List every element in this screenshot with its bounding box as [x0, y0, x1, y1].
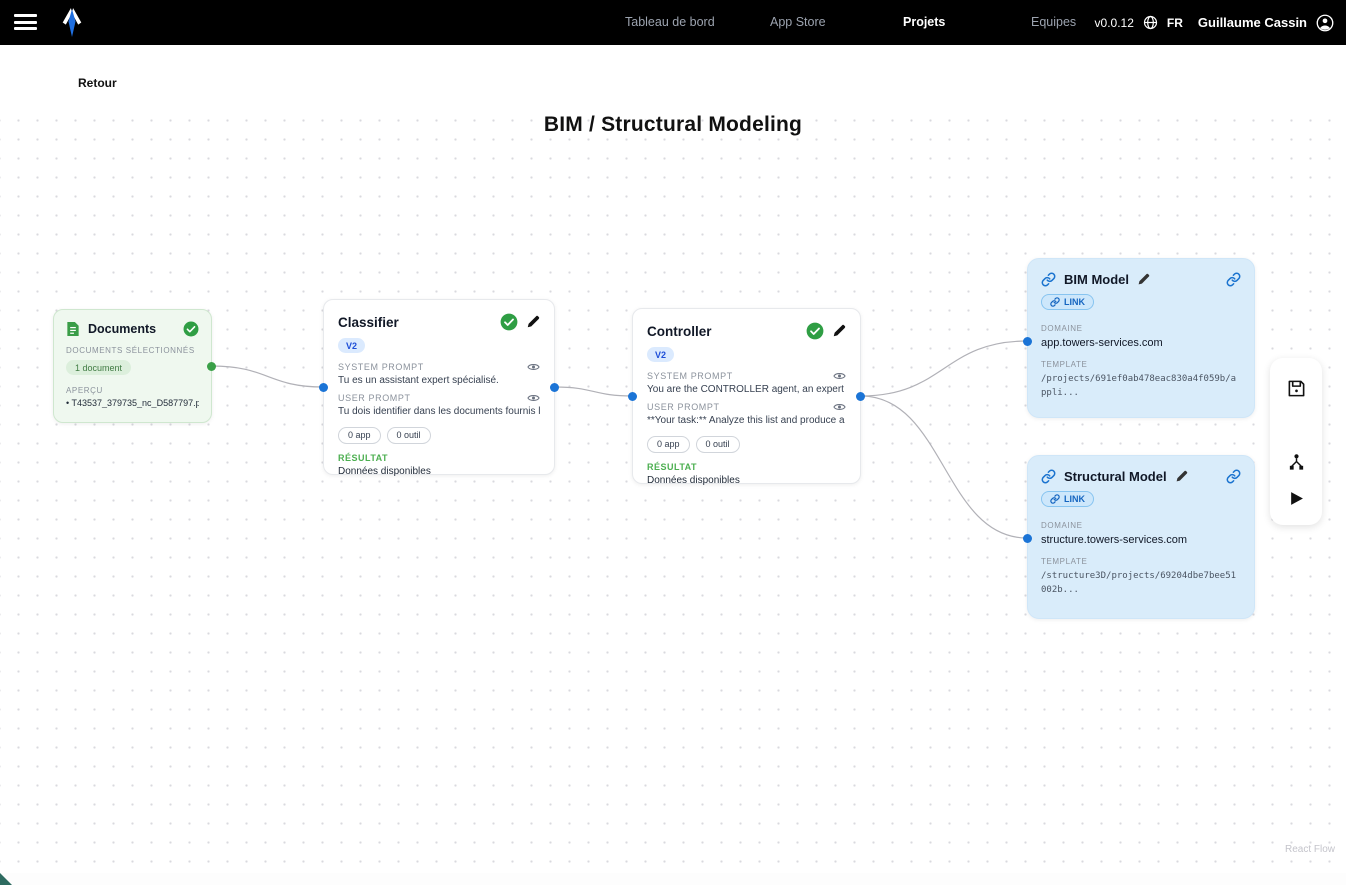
handle-structural-in[interactable] — [1023, 534, 1032, 543]
tool-count-badge: 0 outil — [695, 435, 740, 453]
node-title: Controller — [647, 323, 712, 339]
node-title: Classifier — [338, 314, 399, 330]
system-prompt-text: Tu es un assistant expert spécialisé. — [338, 374, 499, 386]
nav-projets[interactable]: Projets — [903, 15, 946, 29]
template-label: TEMPLATE — [1041, 360, 1088, 369]
link-icon — [1050, 494, 1060, 504]
node-structural-model[interactable]: Structural Model LINK DOMAINE structure.… — [1023, 455, 1255, 619]
preview-label: APERÇU — [66, 385, 103, 395]
document-icon — [67, 321, 79, 337]
nav-equipes[interactable]: Equipes — [1031, 15, 1077, 29]
selected-docs-label: DOCUMENTS SÉLECTIONNÉS — [66, 346, 195, 355]
eye-icon[interactable] — [833, 402, 846, 412]
user-prompt-label: USER PROMPT — [647, 401, 720, 412]
save-button[interactable] — [1282, 374, 1310, 402]
link-type-badge: LINK — [1041, 294, 1094, 310]
system-prompt-text: You are the CONTROLLER agent, an expert … — [647, 383, 846, 395]
link-icon — [1041, 469, 1056, 484]
handle-bim-in[interactable] — [1023, 337, 1032, 346]
link-icon — [1050, 297, 1060, 307]
edit-icon[interactable] — [832, 324, 846, 338]
node-title: BIM Model — [1064, 272, 1129, 287]
tool-count-badge: 0 outil — [386, 426, 431, 444]
eye-icon[interactable] — [833, 371, 846, 381]
result-label: RÉSULTAT — [647, 461, 697, 472]
handle-classifier-out[interactable] — [550, 383, 559, 392]
user-prompt-text: **Your task:** Analyze this list and pro… — [647, 414, 846, 426]
result-text: Données disponibles — [338, 465, 431, 477]
link-badge-label: LINK — [1064, 297, 1085, 307]
check-circle-icon — [500, 313, 518, 331]
domain-label: DOMAINE — [1041, 521, 1083, 530]
system-prompt-label: SYSTEM PROMPT — [647, 370, 733, 381]
edit-icon[interactable] — [1175, 470, 1188, 483]
app-count-badge: 0 app — [647, 435, 690, 453]
node-title: Documents — [88, 322, 157, 336]
corner-triangle-decoration — [0, 873, 12, 885]
back-button[interactable]: Retour — [78, 76, 117, 90]
eye-icon[interactable] — [527, 362, 540, 372]
document-count-badge: 1 document — [66, 360, 132, 375]
page-header: Retour BIM / Structural Modeling — [0, 45, 1346, 136]
workflow-button[interactable] — [1282, 448, 1310, 476]
app-count-badge: 0 app — [338, 426, 381, 444]
page-title: BIM / Structural Modeling — [543, 113, 803, 136]
node-title: Structural Model — [1064, 469, 1167, 484]
menu-icon[interactable] — [14, 12, 37, 32]
edit-icon[interactable] — [526, 315, 540, 329]
nav-app-store[interactable]: App Store — [770, 15, 826, 29]
handle-controller-out[interactable] — [856, 392, 865, 401]
preview-file-name: • T43537_379735_nc_D587797.pdf — [66, 397, 199, 408]
node-documents[interactable]: Documents DOCUMENTS SÉLECTIONNÉS 1 docum… — [53, 309, 216, 423]
bottom-bar — [0, 873, 1346, 885]
version-label: v0.0.12 — [1094, 15, 1134, 30]
node-controller[interactable]: Controller V2 SYSTEM PROMPT You are the … — [628, 308, 865, 486]
canvas-toolbar — [1270, 358, 1322, 525]
domain-label: DOMAINE — [1041, 324, 1083, 333]
system-prompt-label: SYSTEM PROMPT — [338, 361, 424, 372]
top-navbar: Tableau de bord App Store Projets Equipe… — [0, 0, 1346, 45]
link-icon[interactable] — [1226, 272, 1241, 287]
app-logo[interactable] — [60, 7, 84, 43]
handle-classifier-in[interactable] — [319, 383, 328, 392]
template-value: /projects/691ef0ab478eac830a4f059b/appli… — [1041, 374, 1237, 398]
globe-icon[interactable] — [1143, 15, 1158, 30]
edit-icon[interactable] — [1137, 273, 1150, 286]
link-type-badge: LINK — [1041, 491, 1094, 507]
run-button[interactable] — [1282, 484, 1310, 512]
link-icon — [1041, 272, 1056, 287]
react-flow-attribution[interactable]: React Flow — [1284, 844, 1335, 855]
check-circle-icon — [806, 322, 824, 340]
link-icon[interactable] — [1226, 469, 1241, 484]
handle-controller-in[interactable] — [628, 392, 637, 401]
language-toggle[interactable]: FR — [1166, 15, 1183, 30]
nav-tableau-de-bord[interactable]: Tableau de bord — [625, 15, 715, 29]
user-name[interactable]: Guillaume Cassin — [1197, 15, 1307, 30]
logo-icon — [62, 8, 82, 37]
handle-documents-out[interactable] — [207, 362, 216, 371]
template-value: /structure3D/projects/69204dbe7bee51002b… — [1041, 571, 1237, 595]
domain-value: structure.towers-services.com — [1041, 534, 1188, 546]
result-label: RÉSULTAT — [338, 452, 388, 463]
account-icon[interactable] — [1316, 14, 1334, 32]
domain-value: app.towers-services.com — [1041, 337, 1163, 349]
check-circle-icon — [183, 321, 199, 337]
template-label: TEMPLATE — [1041, 557, 1088, 566]
version-badge: V2 — [647, 347, 675, 362]
user-prompt-label: USER PROMPT — [338, 392, 411, 403]
result-text: Données disponibles — [647, 474, 740, 486]
link-badge-label: LINK — [1064, 494, 1085, 504]
node-bim-model[interactable]: BIM Model LINK DOMAINE app.towers-servic… — [1023, 258, 1255, 418]
version-badge: V2 — [338, 338, 366, 353]
eye-icon[interactable] — [527, 393, 540, 403]
node-classifier[interactable]: Classifier V2 SYSTEM PROMPT Tu es un ass… — [319, 299, 559, 477]
user-prompt-text: Tu dois identifier dans les documents fo… — [338, 405, 540, 417]
